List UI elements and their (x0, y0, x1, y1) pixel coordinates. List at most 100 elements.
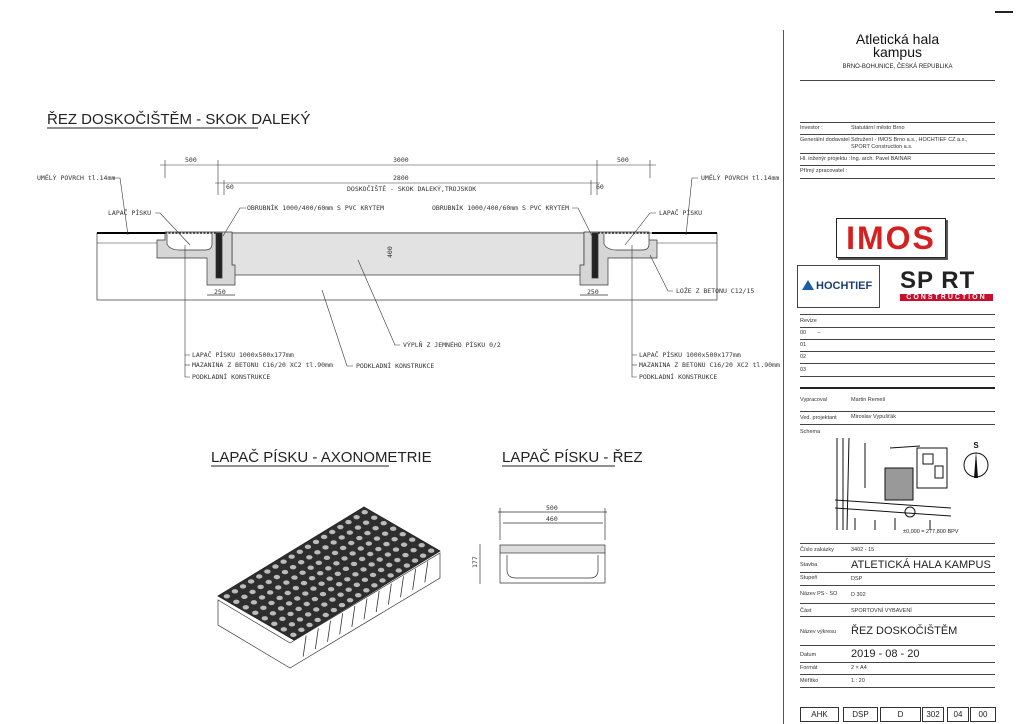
minimize-mark (995, 11, 1013, 13)
grating-hole (241, 594, 248, 600)
label-right-stack-3: PODKLADNÍ KONSTRUKCE (639, 372, 717, 381)
grating-hole (268, 600, 275, 606)
grating-hole (275, 585, 282, 590)
grating-hole (411, 558, 419, 563)
grating-hole (319, 591, 327, 597)
grating-hole (338, 535, 345, 540)
grating-hole (279, 616, 286, 622)
grating-hole (269, 611, 277, 616)
grating-hole (231, 589, 239, 594)
site-map (835, 438, 951, 530)
grating-hole (410, 547, 417, 553)
divider (800, 572, 995, 573)
grating-hole (256, 574, 263, 579)
title-block: Atletická hala kampus BRNO-BOHUNICE, ČES… (783, 0, 1024, 724)
grating-hole (392, 547, 400, 552)
processor-label: Přímý zpracovatel : (800, 168, 848, 174)
order-no-value: 3402 - 15 (851, 547, 875, 553)
grating-hole (306, 555, 313, 560)
grating-hole (326, 576, 333, 581)
grating-hole (358, 556, 366, 562)
grating-hole (345, 519, 352, 525)
grating-hole (330, 540, 337, 545)
project-title-line-2: kampus (872, 44, 923, 60)
grating-hole (342, 566, 350, 572)
ps-so-value: D 302 (851, 592, 866, 598)
dim-500-right: 500 (617, 156, 629, 164)
grating-hole (315, 560, 323, 565)
grating-hole (353, 582, 361, 587)
divider (800, 134, 995, 135)
grating-hole (367, 551, 374, 557)
grating-hole (395, 568, 402, 573)
grating-hole (320, 534, 328, 540)
grating-hole (223, 594, 231, 599)
grating-hole (242, 605, 250, 610)
grating-hole (375, 546, 382, 552)
grating-hole (290, 632, 297, 637)
grating-hole (276, 595, 283, 601)
grating-hole (233, 599, 240, 604)
grating-hole (362, 520, 370, 525)
grating-hole (338, 602, 346, 608)
scheme-label: Schema (800, 429, 821, 435)
trap-section-drawing (479, 508, 607, 584)
grating-hole (249, 589, 256, 595)
sand-trap-axonometric (217, 506, 441, 669)
grating-hole (427, 548, 435, 553)
grating-hole (304, 612, 312, 617)
code-cell-part: D (880, 707, 921, 722)
grating-hole (292, 585, 300, 591)
divider (800, 327, 995, 328)
drawn-by-label: Vypracoval (800, 397, 828, 403)
grating-hole (329, 529, 336, 535)
divider (800, 543, 995, 544)
label-left-stack-3: PODKLADNÍ KONSTRUKCE (192, 372, 270, 381)
grating-hole (277, 606, 285, 611)
stage-label: Stupeň (800, 575, 818, 581)
label-left-stack-1: LAPAČ PÍSKU 1000x500x177mm (192, 350, 294, 359)
scale-value: 1 : 20 (851, 678, 865, 684)
part-value: SPORTOVNÍ VYBAVENÍ (851, 608, 912, 614)
grating-hole (314, 550, 321, 555)
grating-hole (266, 590, 274, 595)
date-label: Datum (800, 652, 817, 658)
grating-hole (283, 580, 290, 585)
grating-hole (386, 562, 393, 568)
divider (800, 411, 995, 412)
grating-hole (280, 559, 287, 564)
grating-hole (322, 612, 329, 618)
grating-hole (295, 606, 302, 612)
lead-value: Miroslav Vypušťák (851, 414, 896, 420)
grating-hole (380, 521, 387, 526)
grating-hole (318, 581, 325, 586)
grating-hole (322, 545, 329, 550)
section-body (96, 231, 718, 301)
revision-02: 02 (800, 354, 807, 360)
grating-hole (307, 565, 314, 570)
revision-00-note: -- (817, 330, 821, 336)
grating-hole (334, 571, 342, 576)
contractor-label: Generální dodavatel : (800, 137, 853, 143)
grating-hole (299, 570, 306, 575)
dim-60-right: 60 (596, 183, 604, 191)
divider (800, 424, 995, 425)
investor-label: Investor : (800, 125, 823, 131)
grating-hole (308, 575, 316, 581)
grating-hole (369, 572, 377, 578)
grating-hole (294, 596, 301, 601)
revision-01: 01 (800, 342, 807, 348)
grating-hole (356, 535, 363, 541)
grating-hole (280, 627, 288, 632)
divider (800, 122, 995, 123)
grating-hole (365, 541, 373, 546)
code-cell-ahk: AHK (800, 707, 839, 722)
grating-hole (368, 562, 375, 567)
label-curb-right: OBRUBNÍK 1000/400/60mm S PVC KRYTEM (432, 203, 569, 212)
grating-hole (370, 515, 378, 520)
grating-hole (333, 561, 340, 566)
code-cell-object: 302 (922, 707, 944, 722)
divider (800, 351, 995, 352)
grating-hole (346, 530, 354, 535)
grating-hole (321, 602, 328, 607)
